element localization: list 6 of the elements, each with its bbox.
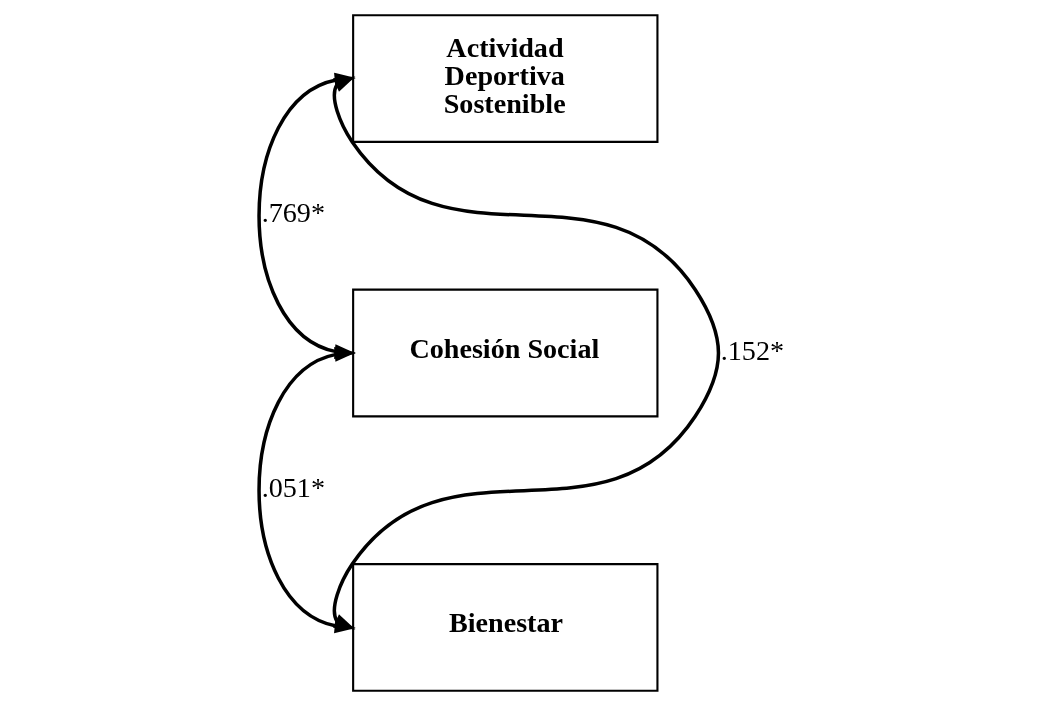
edge-label: .051*	[261, 471, 325, 503]
node-box: Cohesión Social	[351, 288, 658, 418]
edge-label: .769*	[261, 197, 325, 229]
node-box: Bienestar	[351, 563, 658, 692]
edge-label: .152*	[720, 334, 784, 366]
node-box: Actividad Deportiva Sostenible	[351, 14, 658, 143]
